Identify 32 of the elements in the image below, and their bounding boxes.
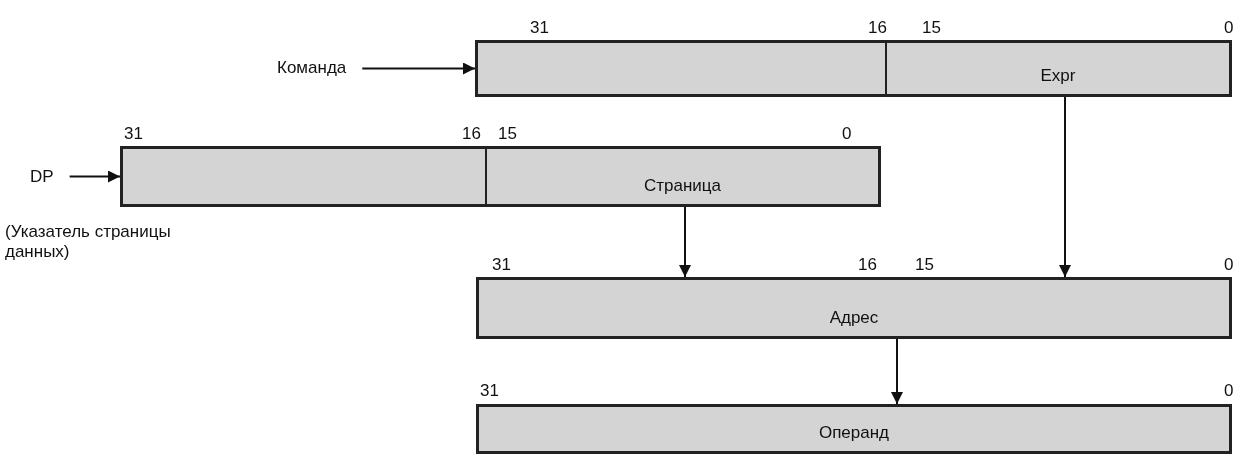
- register-field: [885, 40, 1232, 97]
- arrow: [68, 170, 121, 183]
- arrow: [891, 338, 903, 405]
- register-name: DP: [30, 167, 54, 187]
- field-label: Операнд: [818, 423, 890, 443]
- register-field: [485, 146, 881, 207]
- bit-number: 16: [462, 124, 481, 144]
- bit-number: 0: [842, 124, 852, 144]
- field-label: Адрес: [829, 308, 879, 328]
- bit-number: 16: [858, 255, 877, 275]
- register-field: [476, 404, 1232, 454]
- bit-number: 15: [498, 124, 517, 144]
- bit-number: 31: [480, 381, 499, 401]
- field-label: Expr: [1040, 66, 1076, 86]
- bit-number: 15: [915, 255, 934, 275]
- arrow: [1059, 96, 1071, 278]
- bit-number: 0: [1224, 255, 1234, 275]
- bit-number: 15: [922, 18, 941, 38]
- field-label: Страница: [643, 176, 722, 196]
- bit-number: 16: [868, 18, 887, 38]
- bit-number: 31: [124, 124, 143, 144]
- register-field: [475, 40, 888, 97]
- caption-text: (Указатель страницы данных): [5, 222, 172, 262]
- bit-number: 31: [492, 255, 511, 275]
- arrow: [679, 206, 691, 278]
- bit-number: 0: [1224, 18, 1234, 38]
- register-name: Команда: [277, 58, 347, 78]
- register-field: [476, 277, 1232, 339]
- register-field: [120, 146, 488, 207]
- bit-number: 0: [1224, 381, 1234, 401]
- arrow: [361, 62, 476, 75]
- bit-number: 31: [530, 18, 549, 38]
